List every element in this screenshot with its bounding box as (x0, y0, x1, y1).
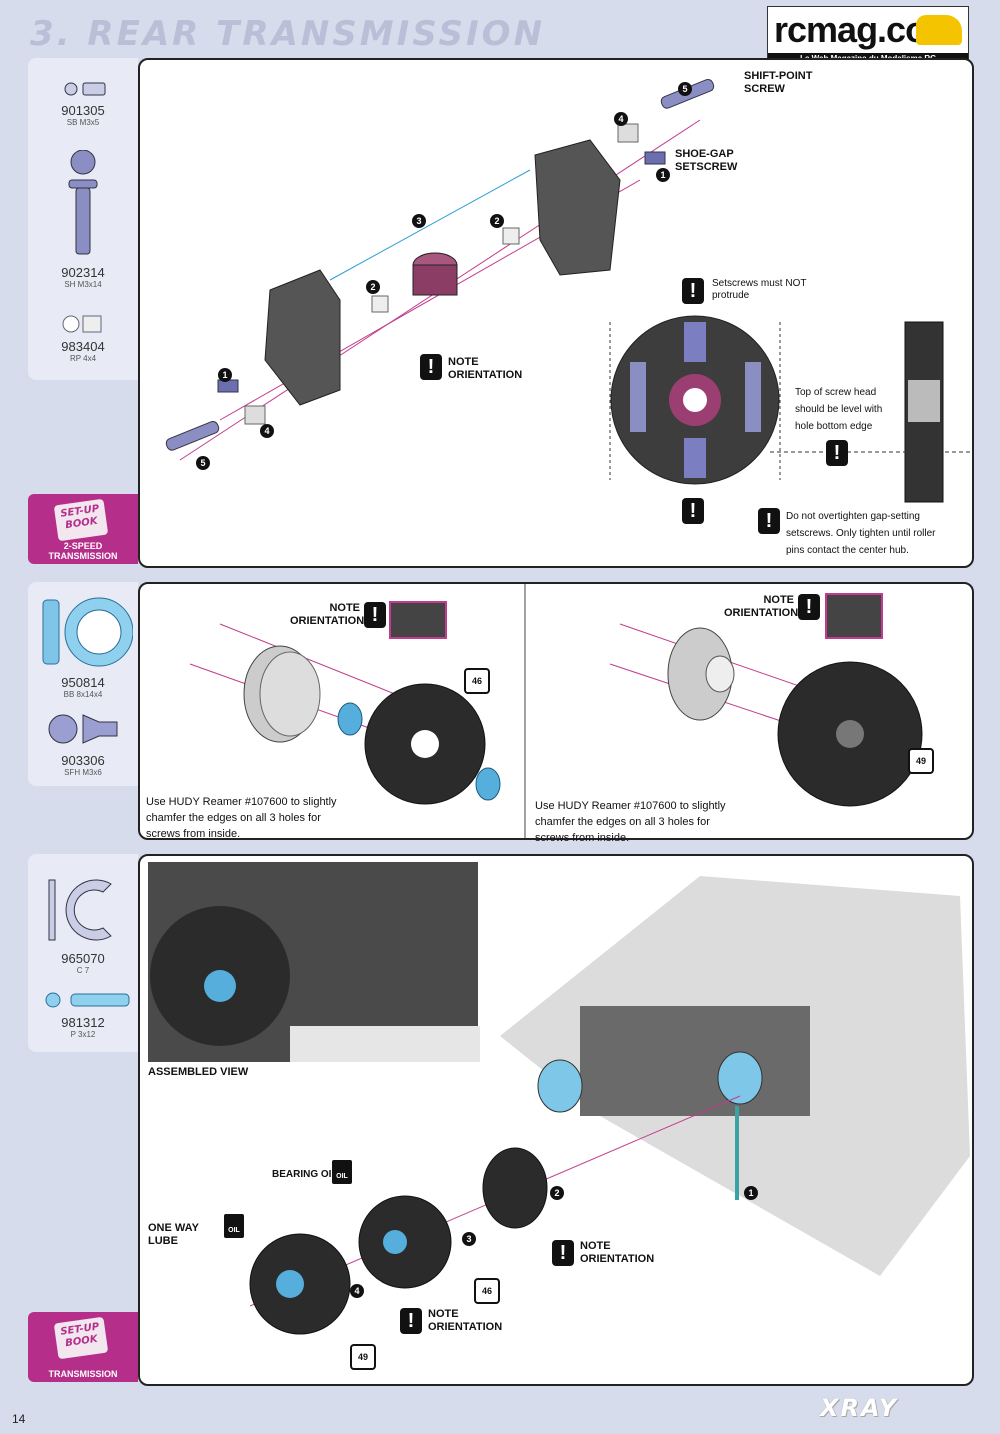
parts-sidebar-1: 901305 SB M3x5 902314 SH M3x14 983404 RP… (28, 58, 138, 380)
step-number: 2 (550, 1186, 564, 1200)
warning-icon: ! (552, 1240, 574, 1266)
long-screw-icon (68, 149, 98, 255)
badge-label: TRANSMISSION (48, 1369, 118, 1379)
part-903306: 903306 SFH M3x6 (28, 710, 138, 777)
oil-icon: OIL (224, 1214, 244, 1238)
page-title: 3. REAR TRANSMISSION (30, 14, 546, 54)
part-901305: 901305 SB M3x5 (28, 80, 138, 127)
gear-46-badge: 46 (474, 1278, 500, 1304)
bearing-oil-label: BEARING OIL (272, 1169, 338, 1180)
part-number: 902314 (61, 265, 105, 280)
step-number: 1 (218, 368, 232, 382)
spur-gear-diagram (189, 584, 923, 838)
gear-49-badge: 49 (350, 1344, 376, 1370)
overtighten-label: Do not overtighten gap-setting setscrews… (786, 511, 936, 556)
reamer-note-left: Use HUDY Reamer #107600 to slightly cham… (146, 796, 337, 840)
note-orientation-label: NOTE ORIENTATION (448, 356, 523, 381)
step-number: 2 (490, 214, 504, 228)
warning-icon: ! (364, 602, 386, 628)
part-965070: 965070 C 7 (28, 874, 138, 975)
part-number: 901305 (61, 103, 105, 118)
clutch-diagram (165, 78, 970, 503)
step-number: 2 (366, 280, 380, 294)
page-number: 14 (12, 1412, 26, 1426)
part-number: 950814 (61, 675, 105, 690)
part-902314: 902314 SH M3x14 (28, 149, 138, 289)
note-orientation-label: NOTE ORIENTATION (724, 594, 799, 619)
step-number: 1 (656, 168, 670, 182)
pin-icon (45, 992, 130, 1008)
part-number: 965070 (61, 951, 105, 966)
panel-assembled: ASSEMBLED VIEW BEARING OIL OIL ONE WAY L… (138, 854, 974, 1386)
part-desc: C 7 (76, 966, 90, 975)
gear-46-badge: 46 (464, 668, 490, 694)
setup-book-icon: SET-UP BOOK (53, 498, 109, 542)
step-number: 3 (462, 1232, 476, 1246)
part-desc: P 3x12 (70, 1030, 96, 1039)
part-number: 983404 (61, 339, 105, 354)
xray-logo: XRAY (820, 1394, 899, 1422)
warning-icon: ! (682, 498, 704, 524)
step-number: 4 (614, 112, 628, 126)
step-number: 4 (260, 424, 274, 438)
countersunk-screw-icon (48, 714, 118, 744)
warning-icon: ! (682, 278, 704, 304)
setscrews-label: Setscrews must NOT protrude (712, 278, 807, 301)
car-icon (916, 15, 962, 45)
bearing-icon (42, 597, 134, 667)
parts-sidebar-3: 965070 C 7 981312 P 3x12 (28, 854, 138, 1052)
reamer-note-right: Use HUDY Reamer #107600 to slightly cham… (535, 800, 726, 844)
panel-clutch-exploded: SHIFT-POINT SCREW SHOE-GAP SETSCREW ! NO… (138, 58, 974, 568)
part-983404: 983404 RP 4x4 (28, 314, 138, 363)
screw-icon (64, 82, 106, 96)
shift-point-label: SHIFT-POINT SCREW (744, 70, 813, 95)
part-number: 903306 (61, 753, 105, 768)
warning-icon: ! (798, 594, 820, 620)
warning-icon: ! (400, 1308, 422, 1334)
step-number: 1 (744, 1186, 758, 1200)
part-981312: 981312 P 3x12 (28, 990, 138, 1039)
part-desc: BB 8x14x4 (63, 690, 103, 699)
gear-49-badge: 49 (908, 748, 934, 774)
step-number: 3 (412, 214, 426, 228)
clip-icon (48, 879, 112, 941)
setup-book-badge-1[interactable]: SET-UP BOOK 2-SPEED TRANSMISSION (28, 494, 138, 564)
setup-book-badge-2[interactable]: SET-UP BOOK TRANSMISSION (28, 1312, 138, 1382)
assembled-view-label: ASSEMBLED VIEW (148, 1066, 249, 1078)
note-orientation-label: NOTE ORIENTATION (290, 602, 365, 627)
part-950814: 950814 BB 8x14x4 (28, 594, 138, 699)
part-desc: SFH M3x6 (64, 768, 102, 777)
oil-icon: OIL (332, 1160, 352, 1184)
note-orientation-label: NOTE ORIENTATION (580, 1240, 655, 1265)
part-desc: SH M3x14 (64, 280, 102, 289)
step-number: 5 (678, 82, 692, 96)
step-number: 4 (350, 1284, 364, 1298)
shoe-gap-label: SHOE-GAP SETSCREW (675, 148, 738, 173)
panel-spur-gears: NOTE ORIENTATION ! 46 Use HUDY Reamer #1… (138, 582, 974, 844)
warning-icon: ! (420, 354, 442, 380)
assembled-diagram (148, 862, 970, 1335)
note-orientation-label: NOTE ORIENTATION (428, 1308, 503, 1333)
top-screw-label: Top of screw head should be level with h… (795, 387, 883, 432)
part-desc: RP 4x4 (69, 354, 97, 363)
rcmag-logo[interactable]: rcmag.com Le Web Magazine du Modelisme R… (767, 6, 969, 66)
warning-icon: ! (758, 508, 780, 534)
setup-book-icon: SET-UP BOOK (53, 1316, 109, 1360)
part-desc: SB M3x5 (66, 118, 100, 127)
roller-pin-icon (62, 315, 102, 333)
parts-sidebar-2: 950814 BB 8x14x4 903306 SFH M3x6 (28, 582, 138, 786)
step-number: 5 (196, 456, 210, 470)
warning-icon: ! (826, 440, 848, 466)
one-way-lube-label: ONE WAY LUBE (148, 1222, 199, 1247)
part-number: 981312 (61, 1015, 105, 1030)
badge-label: 2-SPEED TRANSMISSION (48, 541, 118, 561)
